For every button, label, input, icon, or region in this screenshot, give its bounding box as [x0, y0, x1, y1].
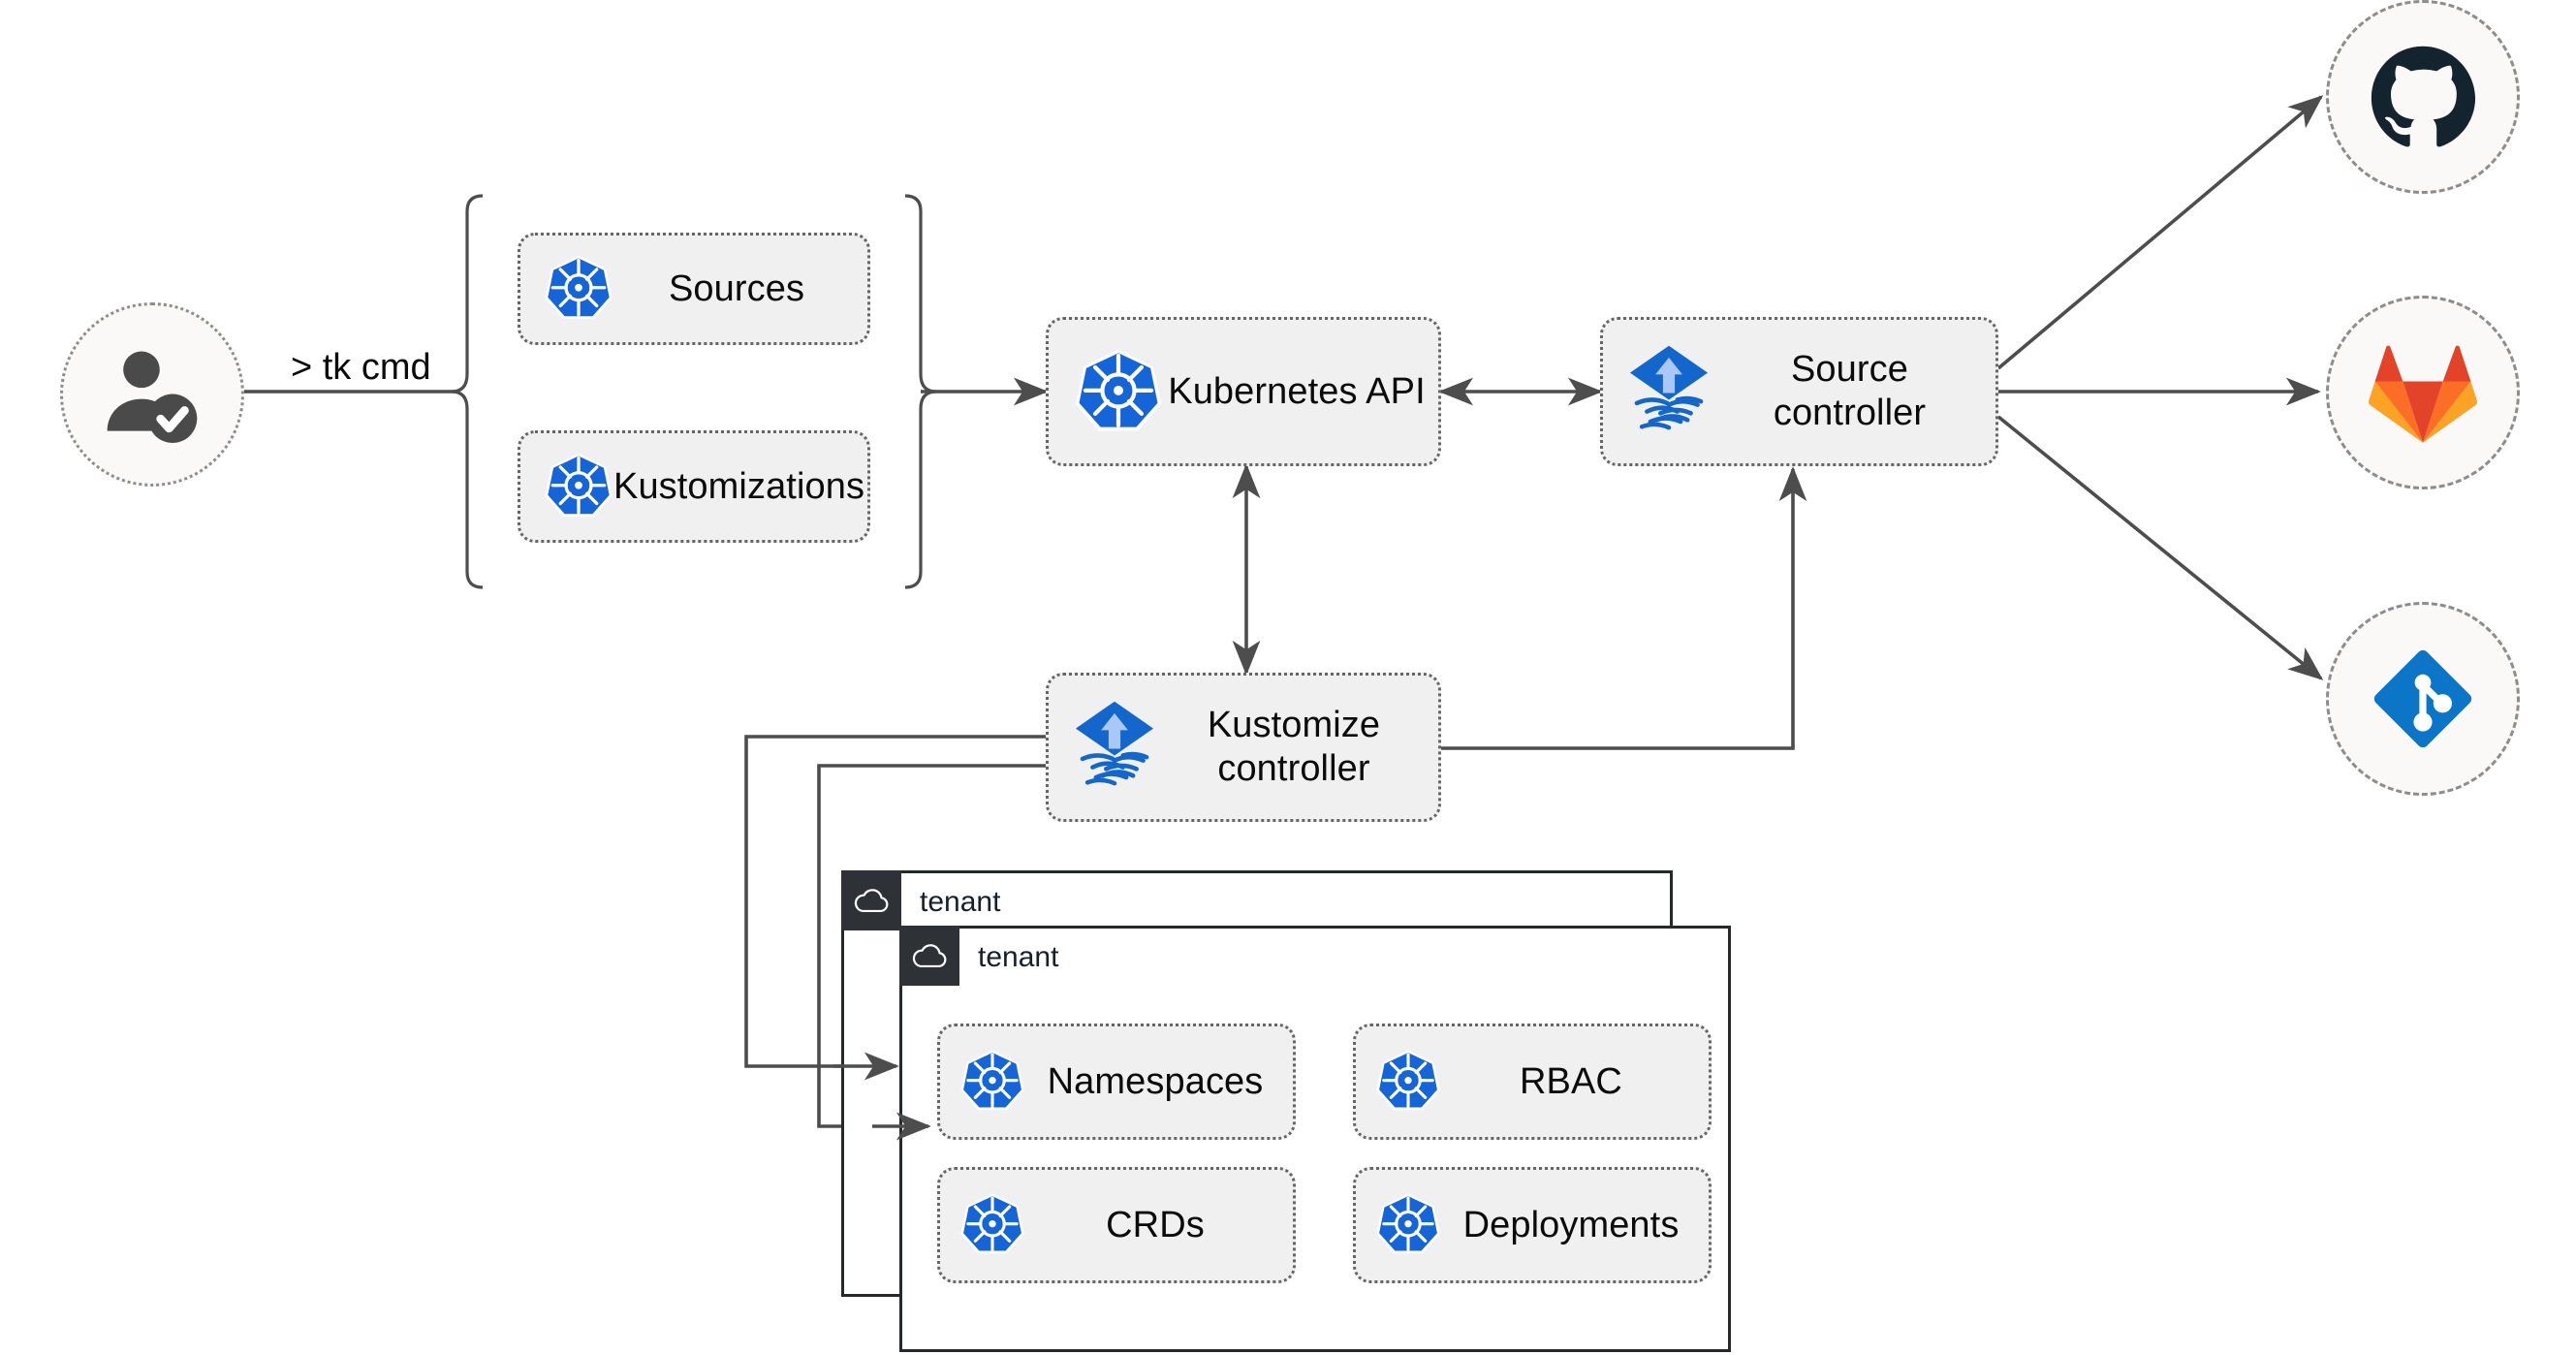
tenant-name-label: tenant — [978, 940, 1059, 973]
user-verified-icon — [107, 351, 198, 443]
tenant-resource-rbac[interactable]: RBAC — [1353, 1024, 1712, 1140]
command-label: > tk cmd — [291, 347, 431, 388]
edge-source-to-github — [1996, 95, 2324, 370]
edge-source-to-azure-repos — [1996, 415, 2324, 680]
repo-github[interactable] — [2326, 0, 2520, 194]
crd-node-label: Kustomizations — [613, 465, 865, 507]
kubernetes-icon — [1074, 345, 1163, 439]
crd-node-label: Sources — [668, 268, 805, 309]
kubernetes-icon — [959, 1047, 1025, 1118]
kubernetes-icon — [544, 252, 613, 327]
tenant-frame-2: tenant Namespaces — [899, 926, 1731, 1352]
brace-right — [904, 194, 937, 589]
kubernetes-icon — [1375, 1190, 1441, 1261]
node-label: Kustomize controller — [1207, 705, 1381, 789]
tenant-resource-namespaces[interactable]: Namespaces — [937, 1024, 1296, 1140]
crd-node-kustomizations[interactable]: Kustomizations — [518, 430, 870, 543]
kubernetes-icon — [959, 1190, 1025, 1261]
resource-label: CRDs — [1106, 1204, 1205, 1245]
node-label: Source controller — [1773, 349, 1927, 433]
tenant-resource-crds[interactable]: CRDs — [937, 1167, 1296, 1283]
cloud-icon — [912, 944, 947, 968]
resource-label: Deployments — [1462, 1204, 1680, 1245]
kubernetes-icon — [544, 450, 613, 524]
tenant-resource-deployments[interactable]: Deployments — [1353, 1167, 1712, 1283]
cloud-icon — [854, 889, 889, 913]
brace-left — [451, 194, 484, 589]
flux-icon — [1072, 700, 1157, 796]
flux-icon — [1626, 344, 1712, 440]
resource-label: Namespaces — [1047, 1060, 1264, 1102]
node-kubernetes-api[interactable]: Kubernetes API — [1046, 317, 1441, 466]
git-repo-icon — [2373, 649, 2472, 748]
repo-gitlab[interactable] — [2326, 296, 2520, 489]
github-icon — [2371, 46, 2476, 147]
node-label: Kubernetes API — [1168, 370, 1426, 412]
repo-git[interactable] — [2326, 602, 2520, 796]
kubernetes-icon — [1375, 1047, 1441, 1118]
tenant-tab — [841, 870, 901, 930]
resource-label: RBAC — [1520, 1060, 1622, 1102]
user-actor — [60, 302, 244, 487]
node-kustomize-controller[interactable]: Kustomize controller — [1046, 673, 1441, 822]
tenant-name-label: tenant — [920, 885, 1001, 918]
tenant-tab — [899, 926, 959, 986]
gitlab-icon — [2369, 345, 2477, 443]
edge-kustomize-to-source-controller — [1441, 466, 1807, 750]
crd-node-sources[interactable]: Sources — [518, 233, 870, 345]
node-source-controller[interactable]: Source controller — [1600, 317, 1998, 466]
